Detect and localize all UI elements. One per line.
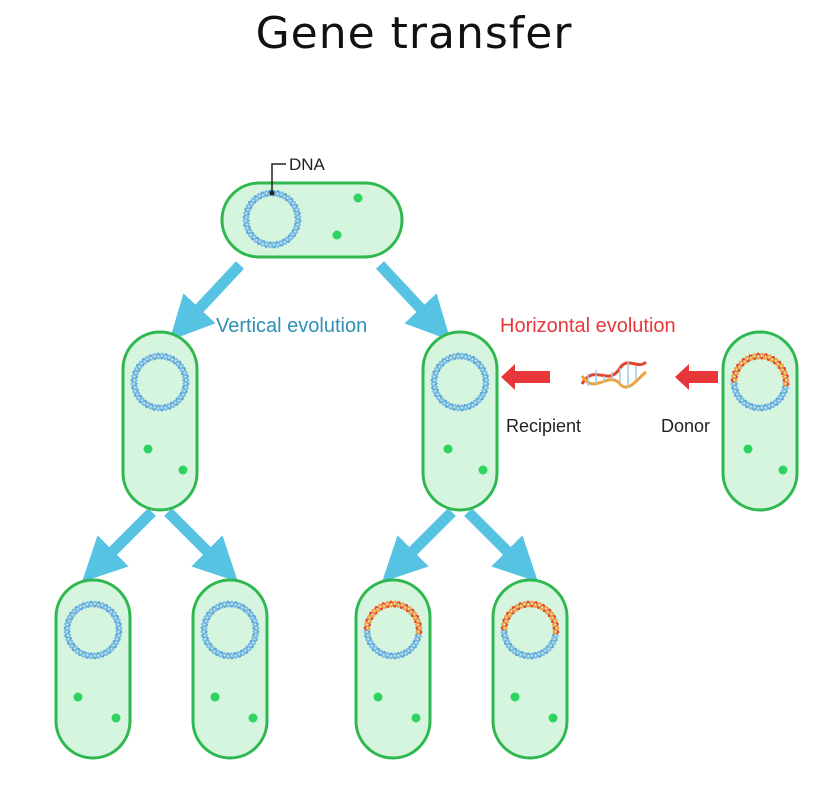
horizontal-arrows — [501, 364, 718, 390]
horizontal-evolution-label: Horizontal evolution — [500, 315, 676, 337]
plasmid-icon — [730, 352, 790, 412]
plasmid-icon — [130, 352, 190, 412]
arrow-recipient-to-gc4 — [464, 508, 539, 583]
transferred-dna-fragment-icon — [580, 360, 648, 389]
ribosome-dot — [111, 713, 121, 723]
cell-donor[interactable] — [721, 330, 799, 512]
cell-left-child — [121, 330, 199, 512]
plasmid-icon — [63, 600, 123, 660]
arrow-to-recipient — [501, 364, 550, 390]
cell-recipient[interactable] — [421, 330, 499, 512]
ribosome-dot — [743, 444, 753, 454]
vertical-evolution-label: Vertical evolution — [216, 315, 367, 337]
ribosome-dot — [443, 444, 453, 454]
ribosome-dot — [143, 444, 153, 454]
donor-label: Donor — [661, 416, 710, 436]
arrow-from-donor — [675, 364, 718, 390]
cell-grandchild-4 — [491, 578, 569, 760]
diagram-title: Gene transfer — [255, 8, 573, 59]
recipient-label: Recipient — [506, 416, 581, 436]
plasmid-icon — [363, 600, 423, 660]
dna-label: DNA — [289, 155, 326, 174]
arrow-parent-to-left — [169, 261, 245, 341]
ribosome-dot — [411, 713, 421, 723]
ribosome-dot — [548, 713, 558, 723]
ribosome-dot — [210, 692, 220, 702]
dna-pointer — [269, 163, 286, 196]
ribosome-dot — [332, 230, 342, 240]
arrow-left-to-gc2 — [164, 508, 239, 583]
ribosome-dot — [373, 692, 383, 702]
plasmid-icon — [200, 600, 260, 660]
ribosome-dot — [73, 692, 83, 702]
vertical-arrows — [81, 261, 539, 583]
cell-grandchild-3 — [354, 578, 432, 760]
ribosome-dot — [778, 465, 788, 475]
arrow-parent-to-recipient — [375, 261, 451, 341]
plasmid-icon — [500, 600, 560, 660]
arrow-left-to-gc1 — [81, 508, 156, 583]
plasmid-icon — [242, 189, 302, 249]
ribosome-dot — [510, 692, 520, 702]
cell-grandchild-1 — [54, 578, 132, 760]
ribosome-dot — [478, 465, 488, 475]
ribosome-dot — [248, 713, 258, 723]
cell-parent — [220, 181, 404, 259]
plasmid-icon — [430, 352, 490, 412]
ribosome-dot — [353, 193, 363, 203]
ribosome-dot — [178, 465, 188, 475]
arrow-recipient-to-gc3 — [381, 508, 456, 583]
cell-grandchild-2 — [191, 578, 269, 760]
